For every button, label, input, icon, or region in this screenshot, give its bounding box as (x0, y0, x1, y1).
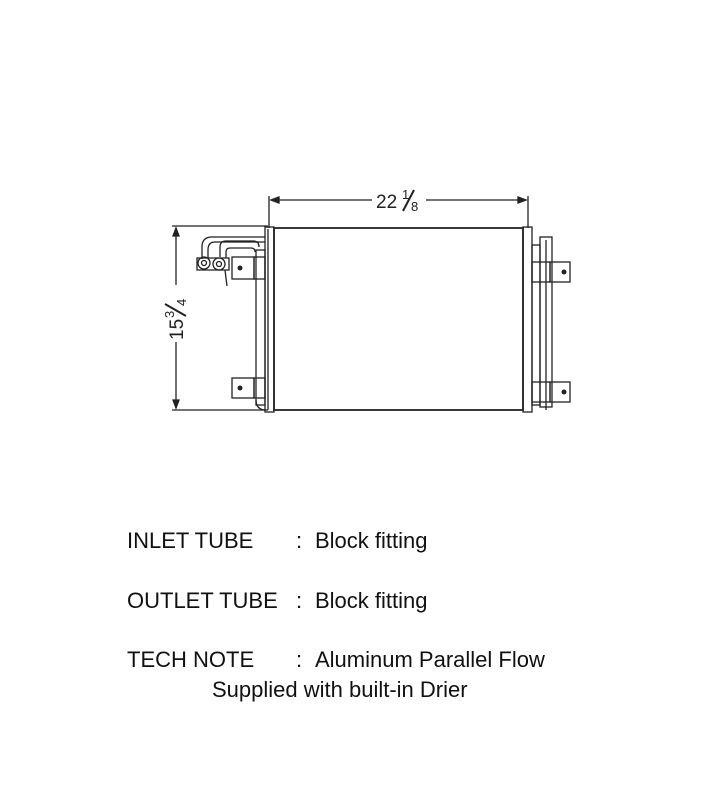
outlet-tube-label: OUTLET TUBE (127, 588, 278, 613)
mounting-brackets (231, 256, 571, 403)
inlet-tube-separator: : (296, 528, 303, 553)
left-header-tank (255, 226, 275, 413)
right-header-tank (522, 226, 553, 413)
inlet-tube-label: INLET TUBE (127, 528, 254, 553)
inlet-tube-value: Block fitting (315, 528, 428, 553)
block-fitting-tubes (196, 236, 265, 287)
width-dimension: 22 1 8 (268, 187, 529, 228)
tech-note-value-line2: Supplied with built-in Drier (212, 677, 468, 702)
svg-text:22: 22 (376, 192, 397, 213)
svg-text:15: 15 (167, 319, 188, 340)
condenser-core (273, 227, 524, 411)
tech-note-separator: : (296, 647, 303, 672)
outlet-tube-separator: : (296, 588, 303, 613)
tech-note-label: TECH NOTE (127, 647, 255, 672)
outlet-tube-value: Block fitting (315, 588, 428, 613)
svg-text:3: 3 (162, 311, 177, 318)
height-dimension: 15 3 4 (162, 225, 268, 411)
svg-text:4: 4 (174, 299, 189, 306)
svg-text:8: 8 (411, 199, 418, 214)
tech-note-value: Aluminum Parallel Flow (315, 647, 545, 672)
svg-text:1: 1 (402, 187, 409, 202)
